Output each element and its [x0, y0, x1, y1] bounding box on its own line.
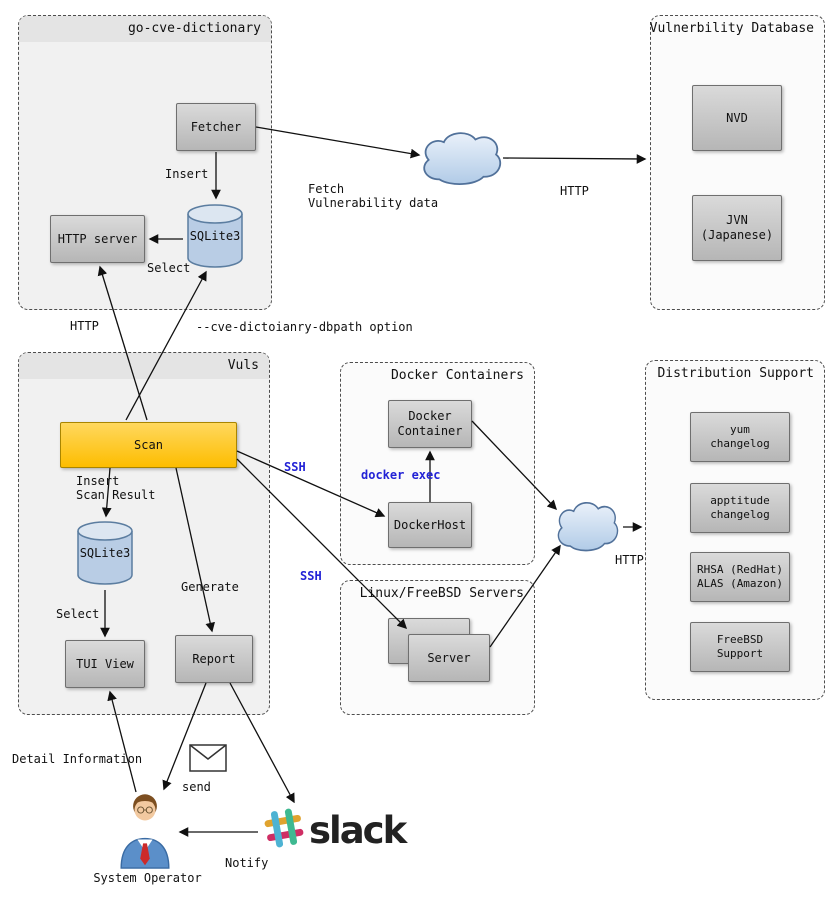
sqlite3-vuls-database-icon: SQLite3: [75, 520, 135, 586]
edge-label-ssh-linux: SSH: [300, 569, 322, 583]
group-title-go-cve-dictionary: go-cve-dictionary: [127, 21, 261, 36]
node-fetcher: Fetcher: [176, 103, 256, 151]
edge-label-fetch-vulnerability-data: Fetch Vulnerability data: [308, 182, 439, 211]
node-rhsa-alas: RHSA (RedHat) ALAS (Amazon): [690, 552, 790, 602]
node-sqlite3-dict: SQLite3: [189, 229, 241, 243]
node-nvd: NVD: [692, 85, 782, 151]
edge-label-docker-exec: docker exec: [361, 468, 441, 482]
edge-label-http-dist: HTTP: [615, 553, 644, 567]
node-freebsd-support: FreeBSD Support: [690, 622, 790, 672]
internet-cloud-icon: [416, 128, 506, 190]
node-dockerhost: DockerHost: [388, 502, 472, 548]
edge-label-http-vulndb: HTTP: [560, 184, 589, 198]
edge-label-notify: Notify: [225, 856, 269, 870]
edge-cloud-to-vulndb: [502, 154, 647, 164]
node-docker-container: Docker Container: [388, 400, 472, 448]
edge-label-select-dict: Select: [147, 261, 191, 275]
edge-label-http-server: HTTP: [70, 319, 99, 333]
node-scan: Scan: [60, 422, 237, 468]
slack-logo: slack: [262, 806, 407, 854]
envelope-icon: [189, 744, 227, 772]
system-operator-icon: [116, 790, 174, 870]
node-jvn: JVN (Japanese): [692, 195, 782, 261]
node-tui-view: TUI View: [65, 640, 145, 688]
node-server: Server: [408, 634, 490, 682]
node-apptitude-changelog: apptitude changelog: [690, 483, 790, 533]
edge-label-send: send: [182, 780, 211, 794]
group-title-linux-freebsd-servers: Linux/FreeBSD Servers: [359, 586, 524, 601]
internet-cloud-icon: [552, 498, 622, 556]
edge-label-ssh-docker: SSH: [284, 460, 306, 474]
edge-label-detail-information: Detail Information: [12, 752, 143, 766]
group-vulnerability-database: Vulnerbility Database: [650, 15, 825, 310]
group-title-docker-containers: Docker Containers: [390, 368, 524, 383]
node-yum-changelog: yum changelog: [690, 412, 790, 462]
edge-label-insert: Insert: [165, 167, 209, 181]
group-title-distribution-support: Distribution Support: [657, 366, 814, 381]
edge-label-insert-scan-result: Insert Scan Result: [76, 474, 156, 503]
edge-label-select-vuls: Select: [56, 607, 100, 621]
node-sqlite3-vuls: SQLite3: [79, 546, 131, 560]
edge-label-dbpath-option: --cve-dictoianry-dbpath option: [196, 320, 413, 334]
group-title-vuls: Vuls: [227, 358, 259, 373]
group-title-vulnerability-database: Vulnerbility Database: [649, 21, 814, 36]
group-header-band: [19, 16, 271, 42]
edge-label-generate: Generate: [181, 580, 239, 594]
slack-wordmark: slack: [309, 808, 407, 852]
system-operator-label: System Operator: [93, 871, 202, 885]
node-report: Report: [175, 635, 253, 683]
edge-fetcher-to-cloud: [255, 126, 421, 159]
slack-hash-icon: [262, 806, 306, 854]
sqlite3-dict-database-icon: SQLite3: [185, 203, 245, 269]
node-http-server: HTTP server: [50, 215, 145, 263]
